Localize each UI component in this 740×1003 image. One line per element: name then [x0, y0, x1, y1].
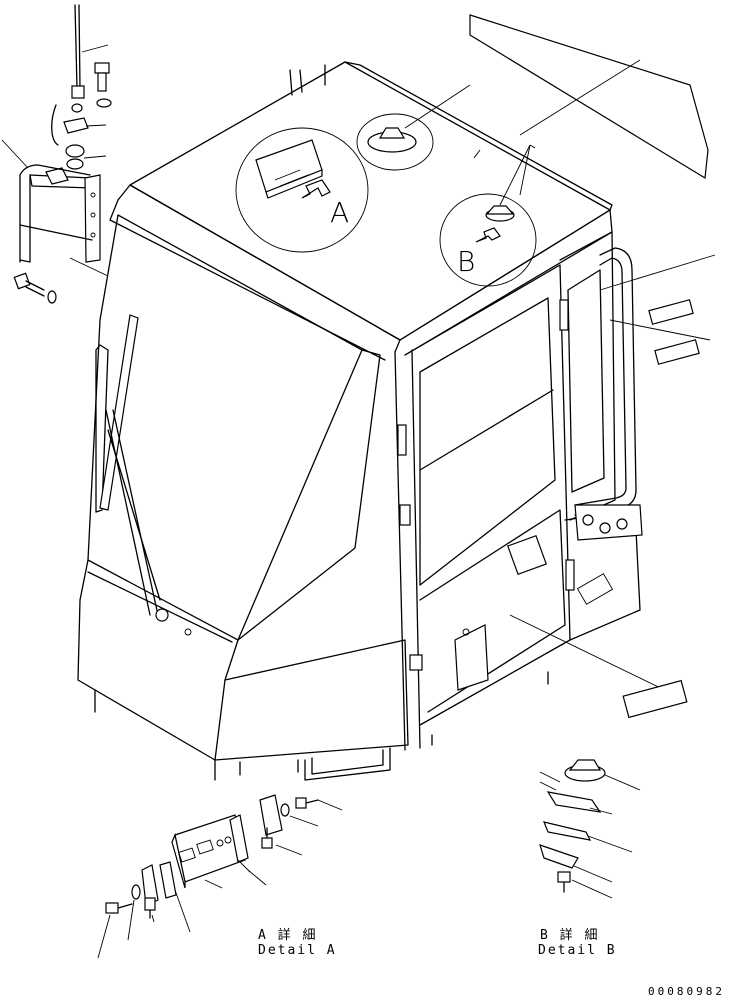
- detail-a-label-en: Detail A: [258, 943, 337, 958]
- document-number: 00080982: [648, 985, 725, 998]
- leader-lines: [499, 144, 716, 365]
- detail-b-circle: [439, 193, 537, 287]
- roof-cover-panel: [469, 14, 709, 180]
- cab-body: [77, 61, 688, 781]
- roof-vent-fitting: [356, 84, 471, 171]
- detail-a-circle: [235, 127, 369, 253]
- detail-b-label-jp: B 詳 細: [540, 928, 600, 943]
- detail-a-exploded-view: [97, 794, 343, 959]
- detail-a-label-jp: A 詳 細: [258, 928, 318, 943]
- detail-a-marker: A: [330, 196, 350, 229]
- detail-b-marker: B: [457, 245, 476, 278]
- left-grab-handle: [1, 139, 109, 304]
- antenna-assembly: [29, 4, 112, 263]
- detail-b-exploded-view: [539, 759, 641, 899]
- detail-b-label-en: Detail B: [538, 943, 617, 958]
